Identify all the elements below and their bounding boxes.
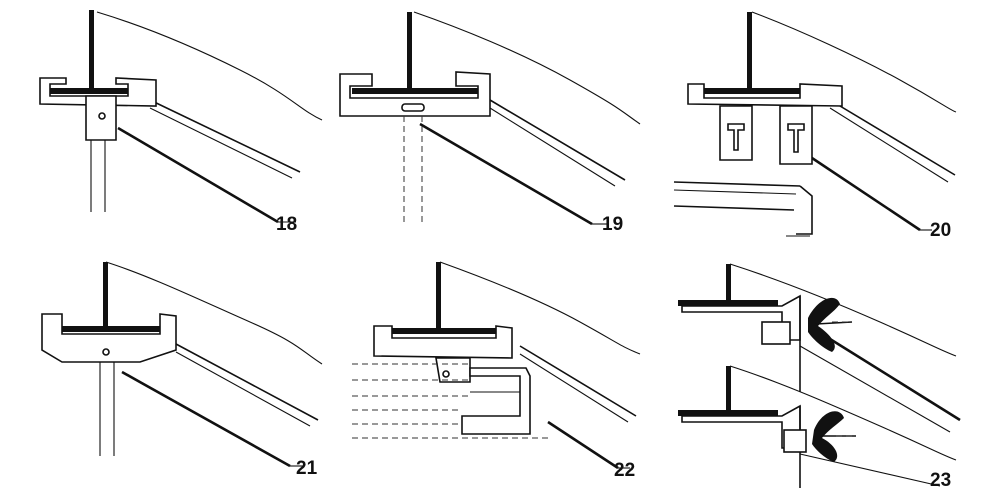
figure-23: 23 (678, 263, 961, 491)
figure-label: 18 (276, 214, 297, 235)
figure-label: 19 (602, 214, 623, 235)
figure-20: 20 (673, 11, 957, 241)
figure-22: 22 (352, 261, 641, 481)
hanger-wire-dashed (403, 116, 423, 226)
ceiling-plane (413, 11, 641, 125)
clip-body (339, 71, 491, 117)
right-bracket (779, 105, 813, 165)
rail-lines (117, 99, 301, 224)
ceiling-plane (96, 11, 323, 121)
hanger-wire (99, 362, 115, 456)
ceiling-plane (439, 261, 641, 355)
clip-body (39, 77, 157, 141)
ceiling-plane-lower (729, 365, 957, 461)
channel-profile (461, 367, 531, 435)
channel-rail (673, 181, 813, 237)
upper-assembly (678, 264, 961, 433)
figure-label: 20 (930, 220, 951, 241)
clip-body (41, 313, 177, 363)
t-bar-web (352, 12, 478, 94)
figure-label: 21 (296, 458, 318, 479)
left-bracket (719, 105, 753, 161)
rail-lines (121, 343, 319, 468)
hanger-wire (90, 140, 106, 212)
figure-label: 22 (614, 460, 635, 481)
t-bar-web (50, 10, 128, 94)
rail-lines (519, 345, 637, 470)
ceiling-plane (105, 261, 323, 365)
figure-label: 23 (930, 470, 951, 491)
projection-dashes (352, 363, 548, 439)
rail-lines (799, 99, 956, 232)
clip-body (687, 83, 843, 107)
ceiling-plane-upper (729, 263, 957, 357)
ceiling-plane (751, 11, 957, 113)
figure-18: 18 (39, 10, 323, 235)
figure-19: 19 (339, 11, 641, 235)
t-bar-web (698, 12, 802, 94)
clip-body (373, 325, 513, 383)
rail-lines (419, 99, 626, 226)
lower-assembly (678, 366, 941, 488)
t-bar-web (384, 262, 496, 334)
t-bar-web (54, 262, 160, 332)
figure-21: 21 (41, 261, 323, 479)
